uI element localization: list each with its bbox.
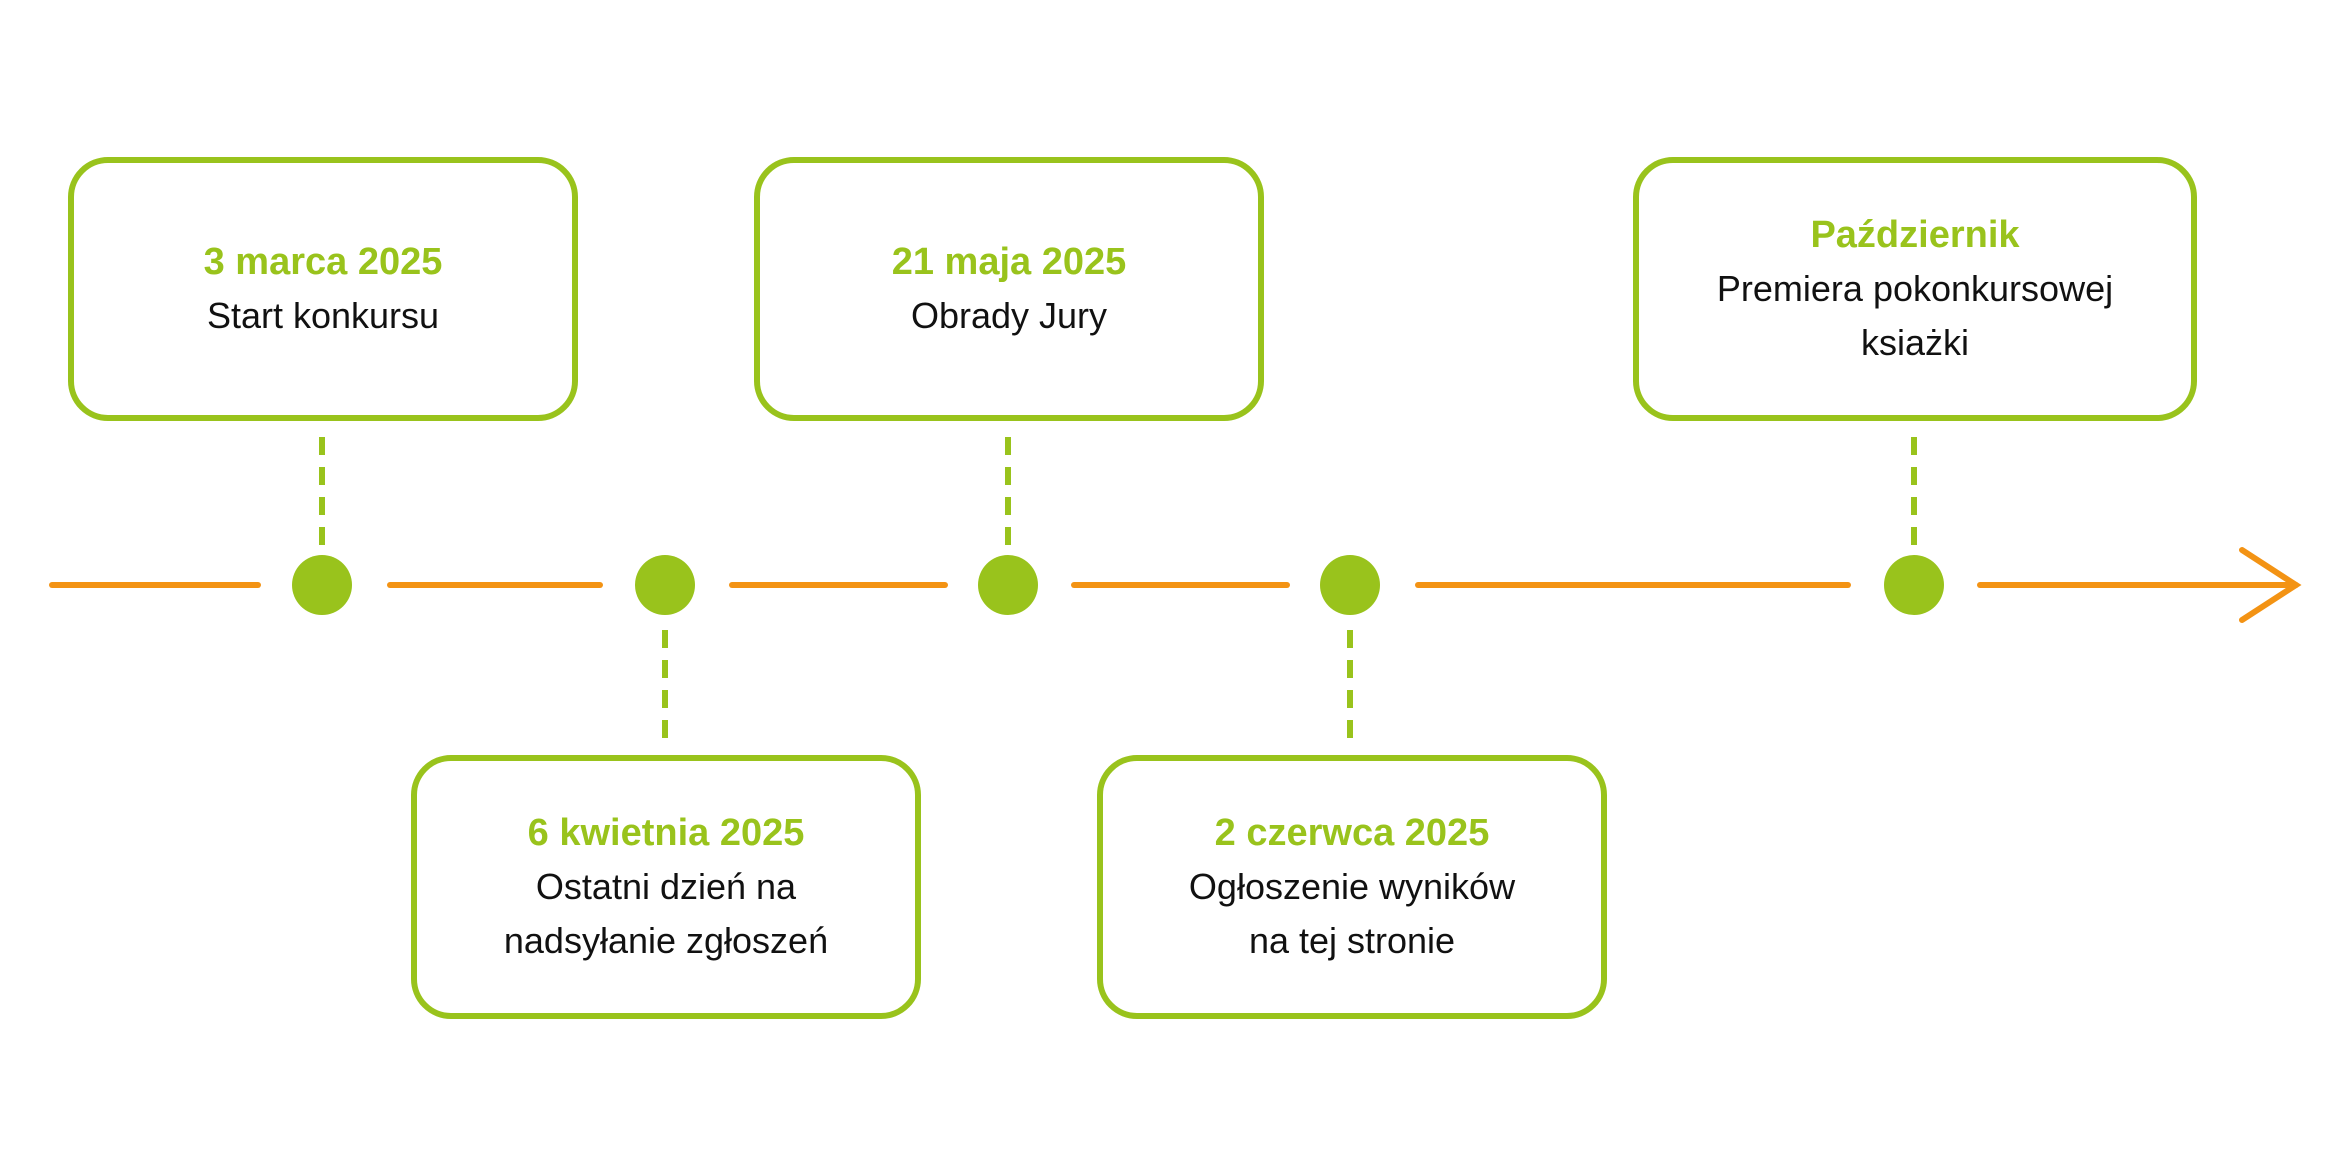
- timeline-dot: [1320, 555, 1380, 615]
- event-description: Start konkursu: [206, 295, 440, 336]
- arrow-head-icon: [2239, 547, 2302, 623]
- event-box-deadline: 6 kwietnia 2025 Ostatni dzień na nadsyła…: [411, 755, 921, 1019]
- event-box-start: 3 marca 2025 Start konkursu: [68, 157, 578, 421]
- event-description: Ostatni dzień na nadsyłanie zgłoszeń: [503, 866, 829, 961]
- event-box-premiere: Październik Premiera pokonkursowej ksiaż…: [1633, 157, 2197, 421]
- event-box-results: 2 czerwca 2025 Ogłoszenie wyników na tej…: [1097, 755, 1607, 1019]
- event-description: Ogłoszenie wyników na tej stronie: [1188, 866, 1516, 961]
- event-date: 2 czerwca 2025: [1214, 812, 1490, 854]
- timeline-dot: [292, 555, 352, 615]
- timeline-dot: [635, 555, 695, 615]
- event-box-jury: 21 maja 2025 Obrady Jury: [754, 157, 1264, 421]
- event-date: 3 marca 2025: [203, 241, 443, 283]
- event-date: 21 maja 2025: [891, 241, 1127, 283]
- timeline-dot: [978, 555, 1038, 615]
- event-description: Obrady Jury: [910, 295, 1108, 336]
- event-date: Październik: [1810, 214, 2020, 256]
- event-date: 6 kwietnia 2025: [527, 812, 805, 854]
- event-description: Premiera pokonkursowej ksiażki: [1716, 268, 2114, 363]
- timeline-dot: [1884, 555, 1944, 615]
